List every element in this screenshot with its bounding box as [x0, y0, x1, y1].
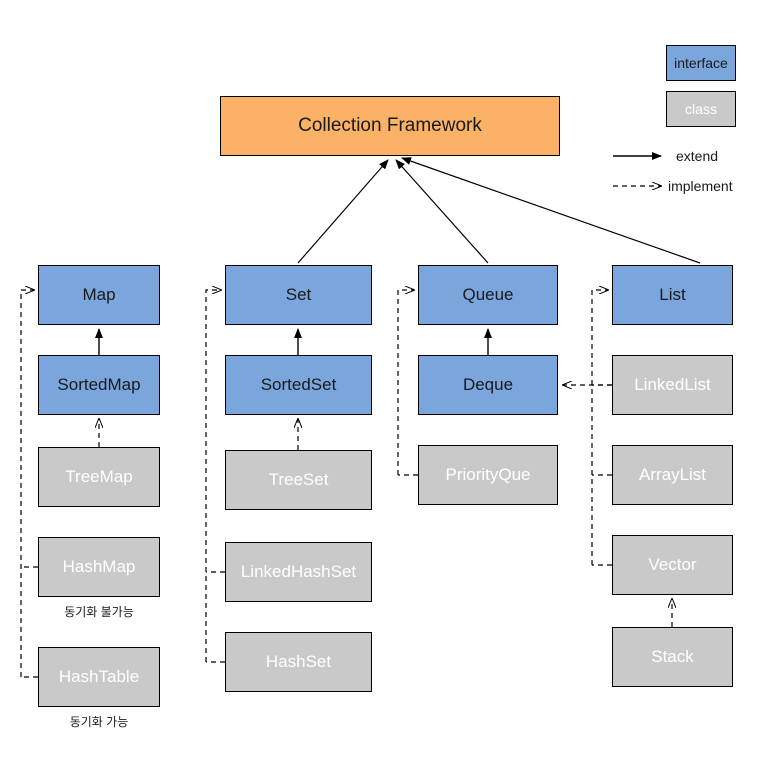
legend-interface-swatch: interface: [666, 45, 736, 81]
node-deque[interactable]: Deque: [418, 355, 558, 415]
node-treeset[interactable]: TreeSet: [225, 450, 372, 510]
node-label: LinkedList: [634, 374, 711, 394]
node-queue[interactable]: Queue: [418, 265, 558, 325]
node-linkedhashset[interactable]: LinkedHashSet: [225, 542, 372, 602]
legend-interface-label: interface: [674, 55, 728, 71]
edge-setbus-riser: [205, 290, 221, 662]
node-arraylist[interactable]: ArrayList: [612, 445, 733, 505]
node-label: Vector: [648, 554, 697, 574]
node-label: HashMap: [62, 556, 136, 576]
node-label: Map: [82, 284, 116, 304]
node-linkedlist[interactable]: LinkedList: [612, 355, 733, 415]
node-label: SortedMap: [57, 374, 141, 394]
edge-list-to-collection: [401, 157, 701, 264]
node-stack[interactable]: Stack: [612, 627, 733, 687]
node-label: HashSet: [265, 651, 332, 671]
node-set[interactable]: Set: [225, 265, 372, 325]
node-collection-framework[interactable]: Collection Framework: [220, 96, 560, 156]
legend-class-label: class: [685, 101, 717, 117]
node-hashset[interactable]: HashSet: [225, 632, 372, 692]
edge-queuebus-riser: [397, 290, 414, 475]
node-map[interactable]: Map: [38, 265, 160, 325]
node-label: TreeSet: [268, 469, 329, 489]
edge-set-to-collection: [297, 159, 389, 264]
node-label: TreeMap: [65, 466, 133, 486]
node-label: Stack: [651, 646, 694, 666]
legend-implement-label: implement: [668, 178, 733, 194]
legend-class-swatch: class: [666, 91, 736, 127]
node-hashtable[interactable]: HashTable: [38, 647, 160, 707]
node-label: LinkedHashSet: [240, 561, 357, 581]
node-label: Set: [285, 284, 312, 304]
node-label: PriorityQue: [445, 464, 531, 484]
node-label: List: [659, 284, 686, 304]
node-label: SortedSet: [260, 374, 337, 394]
node-label: Queue: [462, 284, 514, 304]
node-hashmap[interactable]: HashMap: [38, 537, 160, 597]
caption-hashmap-sync: 동기화 불가능: [64, 605, 134, 619]
edge-listbus-riser: [591, 290, 608, 565]
node-treemap[interactable]: TreeMap: [38, 447, 160, 507]
node-label: ArrayList: [638, 464, 707, 484]
edge-mapbus-riser: [20, 290, 34, 677]
edge-queue-to-collection: [395, 159, 489, 264]
legend-extend-label: extend: [676, 148, 719, 164]
node-label: Collection Framework: [298, 114, 482, 136]
node-label: Deque: [462, 374, 514, 394]
node-sortedmap[interactable]: SortedMap: [38, 355, 160, 415]
node-priorityque[interactable]: PriorityQue: [418, 445, 558, 505]
node-vector[interactable]: Vector: [612, 535, 733, 595]
caption-hashtable-sync: 동기화 가능: [69, 715, 129, 729]
node-label: HashTable: [58, 666, 140, 686]
node-list[interactable]: List: [612, 265, 733, 325]
node-sortedset[interactable]: SortedSet: [225, 355, 372, 415]
